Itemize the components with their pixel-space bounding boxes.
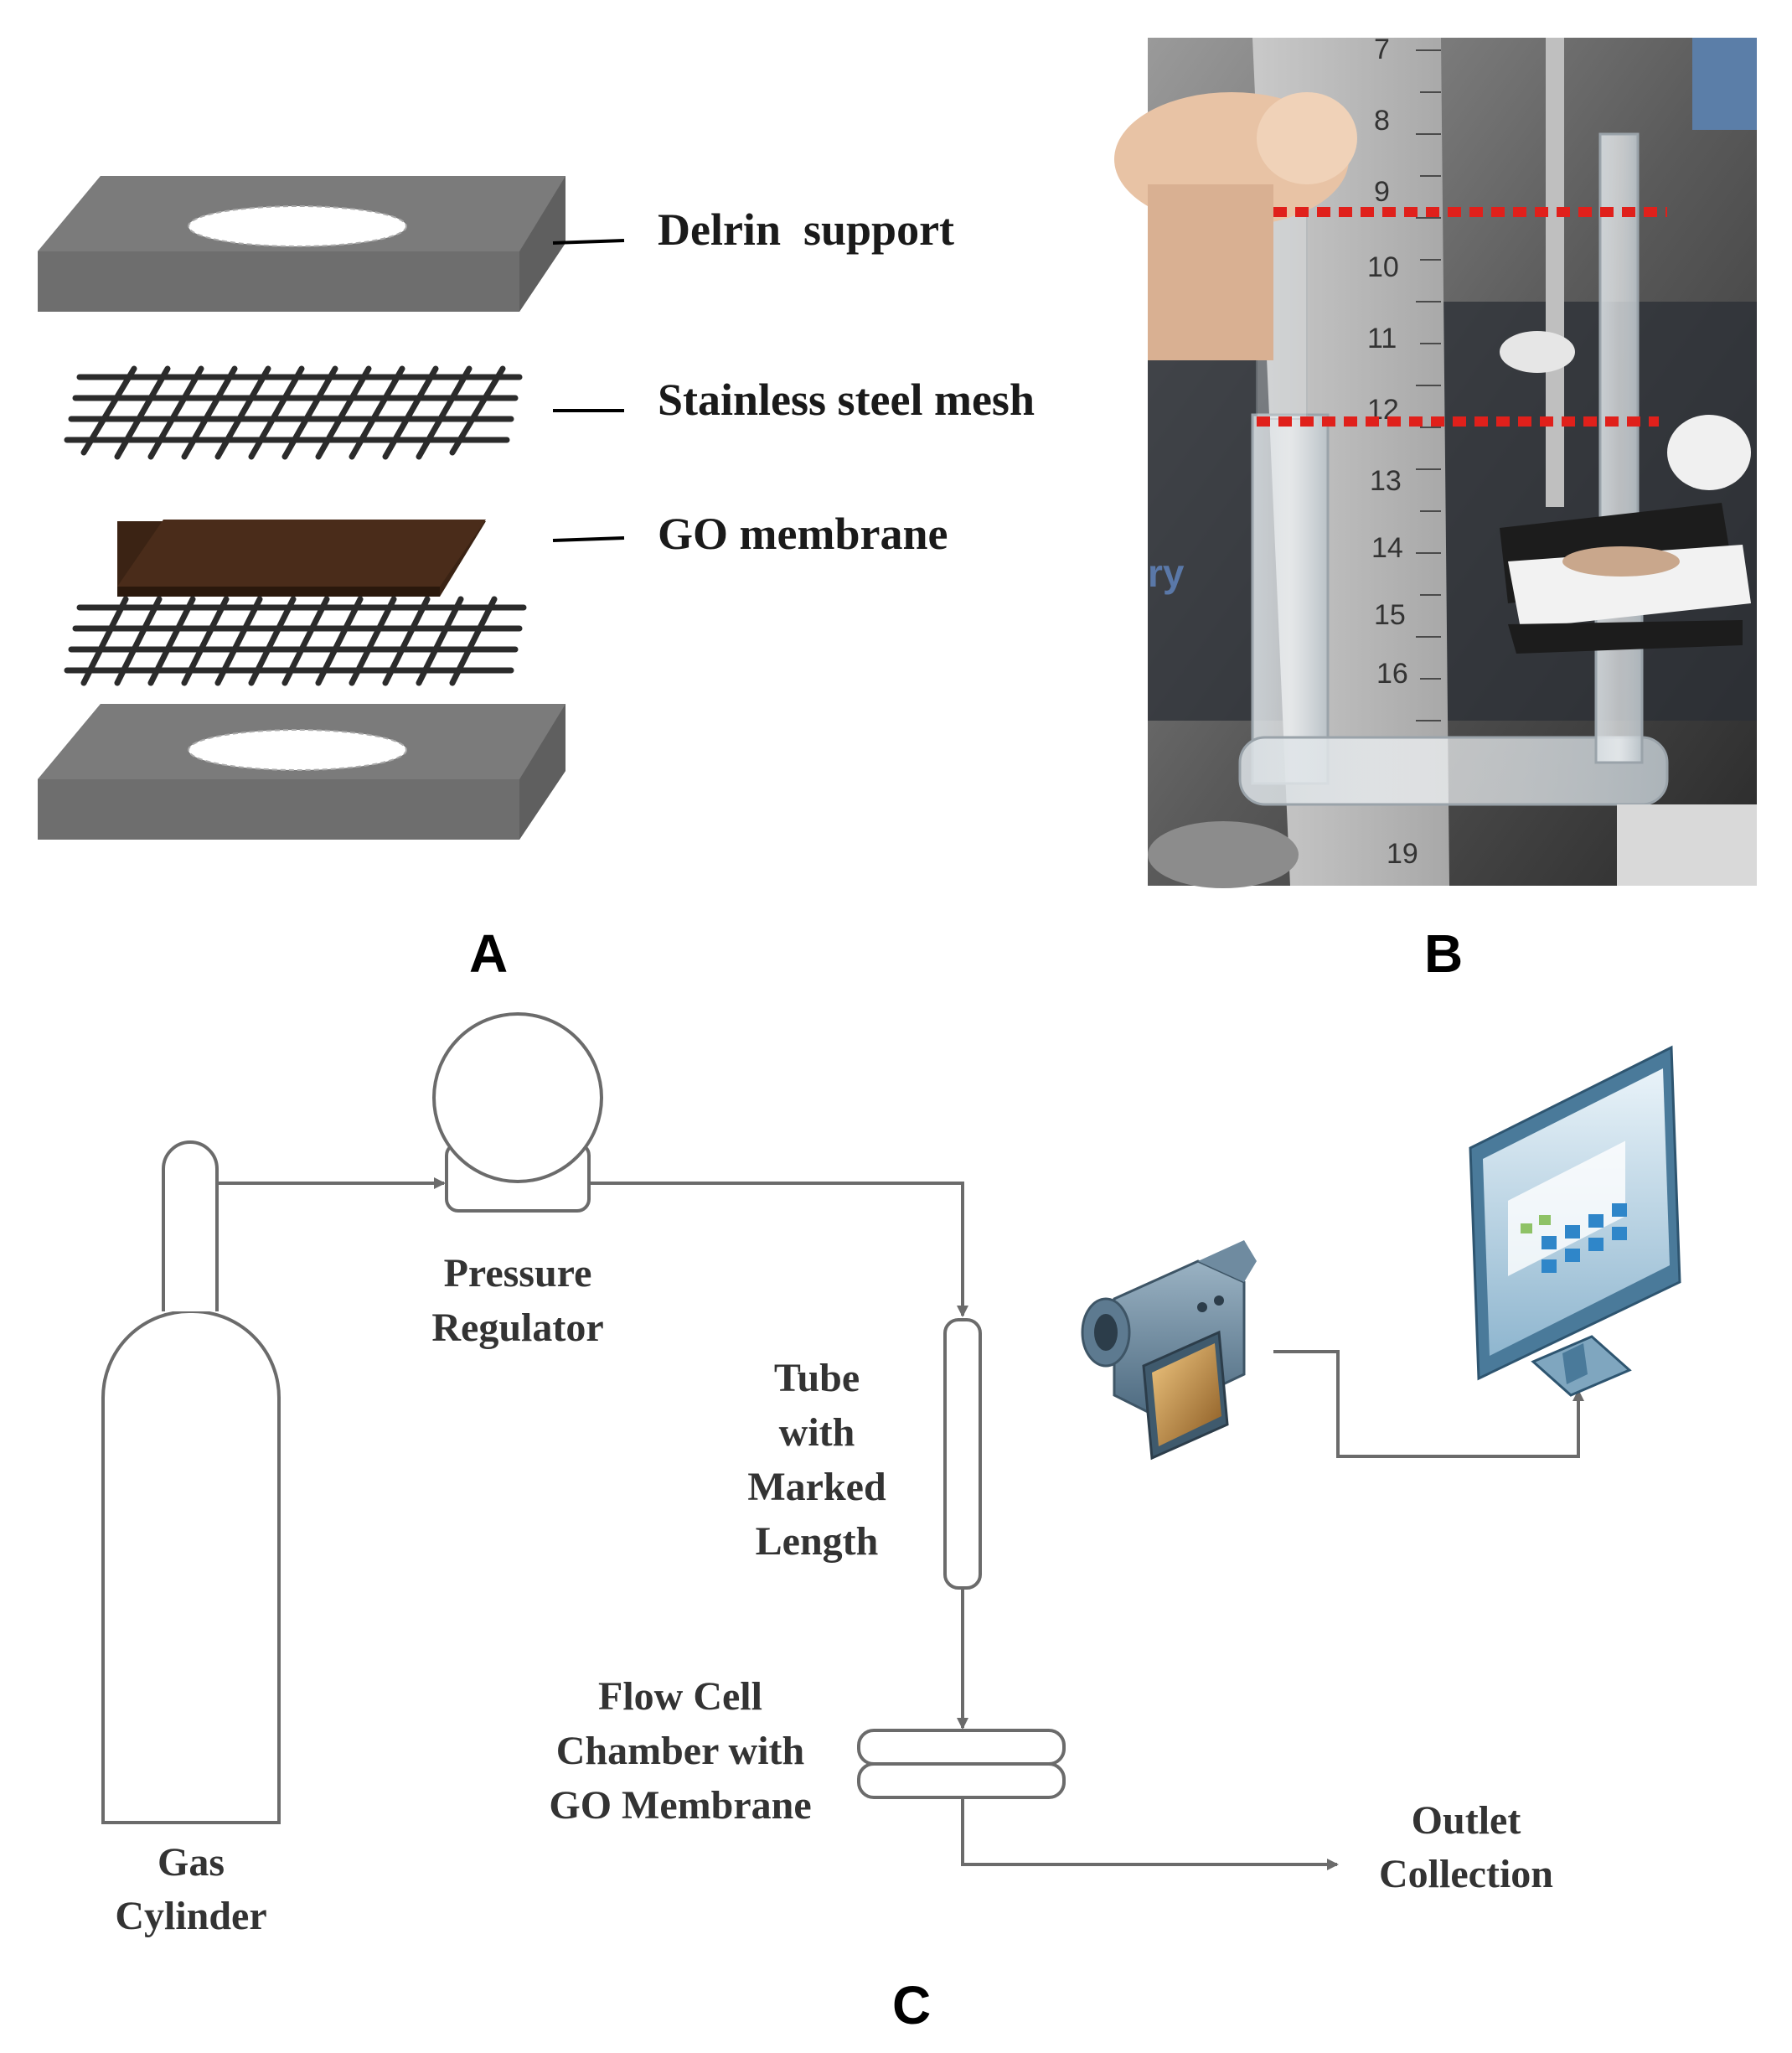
label-tube-line1: Tube	[774, 1356, 860, 1400]
ruler-tick-15: 15	[1374, 599, 1406, 631]
label-tube-line4: Length	[756, 1519, 879, 1564]
ruler-tick-11: 11	[1367, 323, 1397, 354]
instrument-brand-fragment: ry	[1148, 551, 1185, 595]
panel-label-b: B	[1424, 923, 1463, 984]
leader-line-delrin	[552, 239, 625, 245]
ruler-tick-9: 9	[1374, 176, 1390, 208]
ruler-tick-13: 13	[1370, 465, 1402, 497]
ruler-tick-10: 10	[1367, 251, 1399, 283]
panel-b-photo: ry 7 8 9 10	[1114, 34, 1757, 888]
go-membrane-sheet	[117, 520, 486, 597]
ruler-tick-8: 8	[1374, 105, 1390, 137]
video-camera-icon	[1081, 1240, 1257, 1461]
label-delrin-support: Delrin support	[658, 204, 954, 255]
flow-cell-chamber	[857, 1729, 1066, 1799]
finger-holding-tube	[1114, 92, 1357, 360]
panel-c-schematic	[101, 1012, 1584, 1870]
panel-a-exploded-cell: Delrin support Stainless steel mesh GO m…	[38, 176, 1035, 840]
label-go-membrane: GO membrane	[658, 509, 948, 559]
stainless-steel-mesh-top	[64, 365, 523, 460]
pressure-regulator	[432, 1012, 603, 1213]
ruler-tick-16: 16	[1376, 658, 1408, 690]
stainless-steel-mesh-bottom	[64, 596, 527, 686]
label-flow-cell-line3: GO Membrane	[549, 1783, 811, 1828]
label-stainless-steel-mesh: Stainless steel mesh	[658, 375, 1035, 425]
marked-length-tube	[943, 1318, 982, 1590]
panel-label-a: A	[469, 923, 508, 984]
label-gas-cylinder-line1: Gas	[158, 1840, 225, 1885]
ruler-tick-14: 14	[1371, 532, 1403, 564]
computer-monitor-icon	[1469, 1045, 1681, 1397]
label-tube-line3: Marked	[747, 1465, 886, 1509]
clamp-base	[1148, 821, 1299, 888]
label-gas-cylinder-line2: Cylinder	[115, 1894, 266, 1938]
leader-line-go	[552, 536, 625, 542]
label-outlet-line2: Collection	[1379, 1852, 1553, 1896]
gas-cylinder	[101, 1140, 281, 1824]
ruler-tick-7: 7	[1374, 34, 1390, 65]
line-camera-to-monitor	[1273, 1350, 1584, 1458]
flow-cell-holder	[1500, 503, 1751, 654]
label-outlet-line1: Outlet	[1412, 1798, 1521, 1843]
delrin-support-top	[38, 176, 565, 312]
ruler-tick-19: 19	[1387, 838, 1418, 870]
label-pressure-regulator-line2: Regulator	[431, 1306, 603, 1350]
panel-label-c: C	[892, 1975, 931, 2035]
label-flow-cell-line1: Flow Cell	[598, 1674, 762, 1719]
delrin-support-bottom	[38, 704, 565, 840]
label-pressure-regulator-line1: Pressure	[444, 1251, 592, 1295]
line-regulator-to-tube	[589, 1182, 968, 1317]
label-tube-line2: with	[779, 1410, 855, 1455]
label-flow-cell-line2: Chamber with	[556, 1729, 804, 1773]
line-chamber-to-outlet	[961, 1797, 1339, 1870]
